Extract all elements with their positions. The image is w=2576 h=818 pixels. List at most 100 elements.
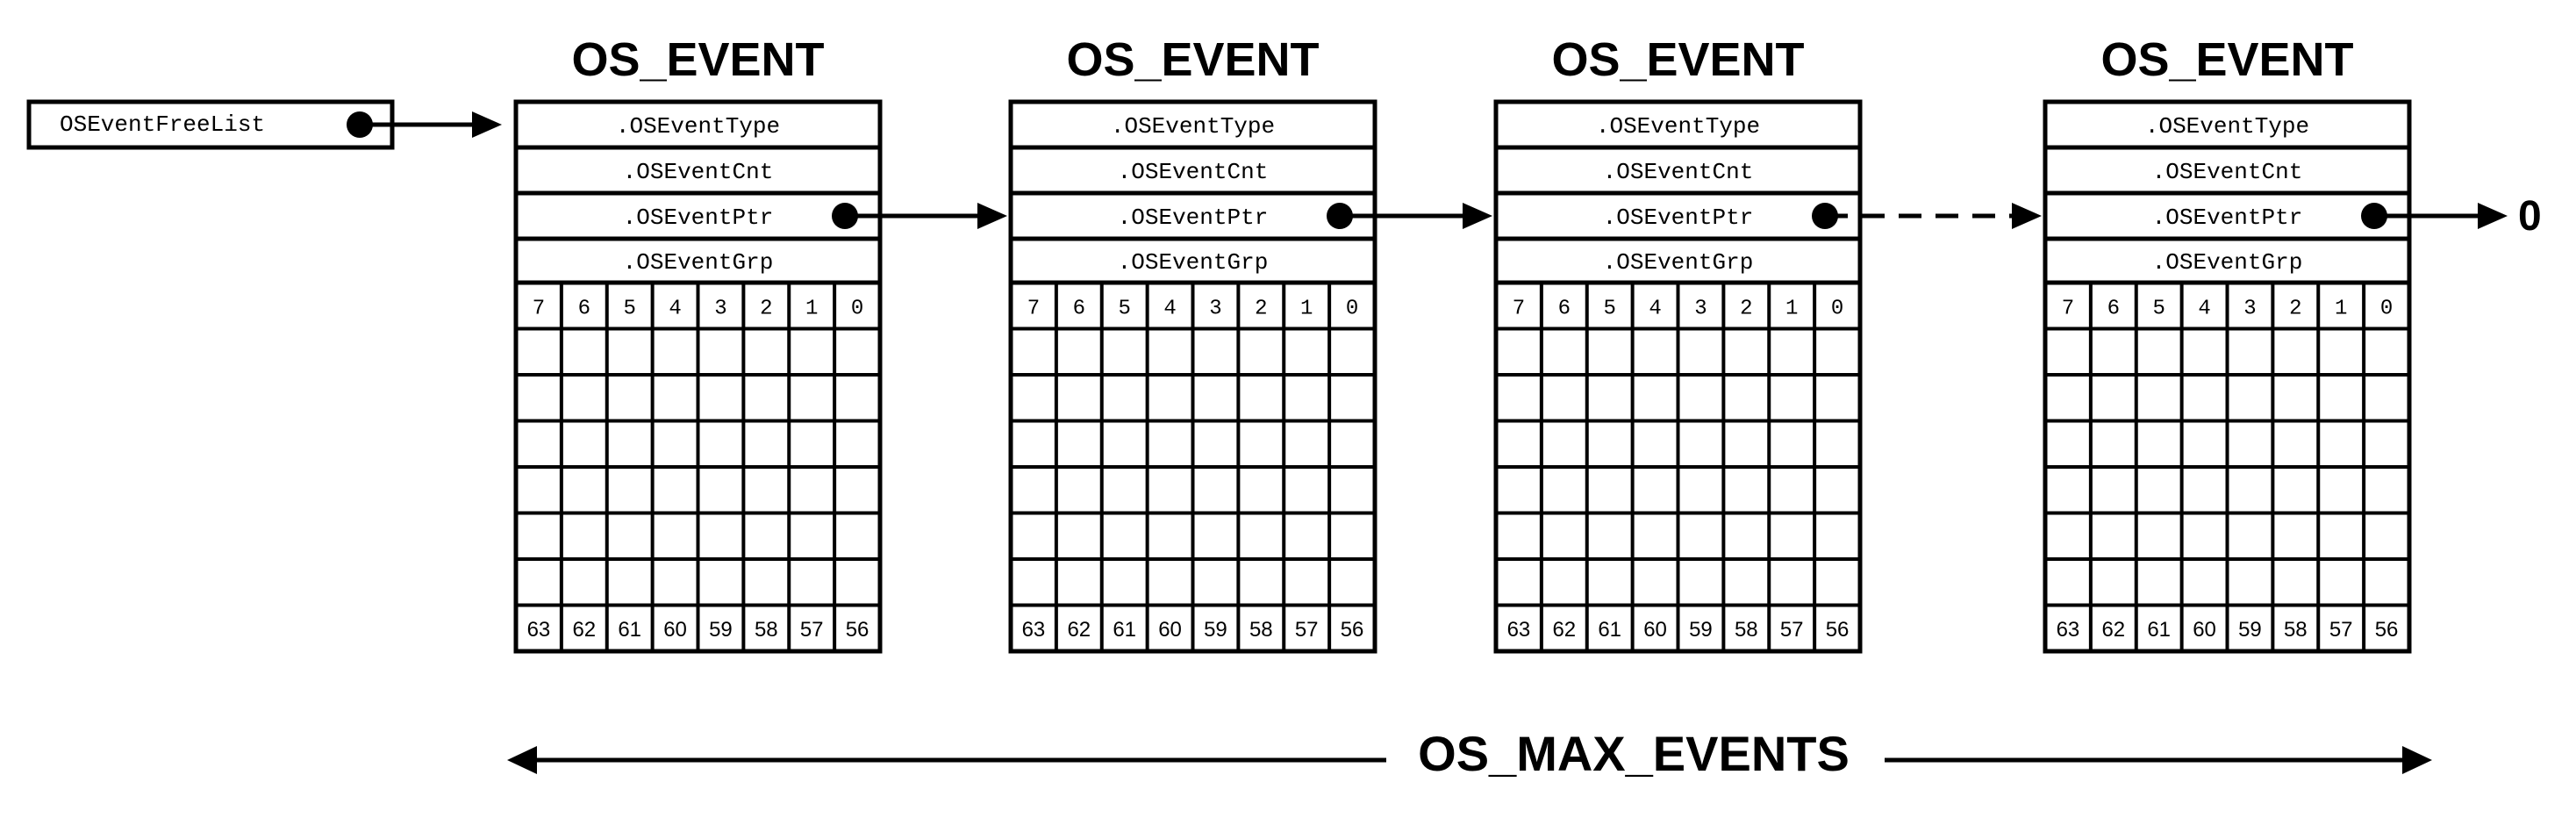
grid-bit-label: 58 bbox=[755, 618, 778, 642]
grid-bit-label: 59 bbox=[1689, 618, 1713, 642]
field-label: .OSEventPtr bbox=[1118, 204, 1269, 231]
field-label: .OSEventGrp bbox=[1603, 249, 1754, 276]
field-label: .OSEventPtr bbox=[2152, 204, 2303, 231]
os-event-title: OS_EVENT bbox=[1066, 33, 1319, 86]
grid-bit-label: 60 bbox=[1158, 618, 1182, 642]
field-label: .OSEventGrp bbox=[623, 249, 774, 276]
field-label: .OSEventPtr bbox=[1603, 204, 1754, 231]
grid-bit-label: 3 bbox=[1694, 297, 1707, 320]
grid-bit-label: 63 bbox=[2057, 618, 2080, 642]
field-label: .OSEventGrp bbox=[1118, 249, 1269, 276]
grid-bit-label: 58 bbox=[1735, 618, 1758, 642]
field-label: .OSEventCnt bbox=[1603, 159, 1754, 185]
grid-bit-label: 5 bbox=[623, 297, 635, 320]
max-events-span: OS_MAX_EVENTS bbox=[507, 726, 2432, 781]
grid-bit-label: 6 bbox=[1558, 297, 1571, 320]
field-label: .OSEventPtr bbox=[623, 204, 774, 231]
max-events-left-arrow bbox=[507, 746, 537, 774]
pointer-links bbox=[360, 111, 2508, 229]
free-list-link-head bbox=[472, 111, 502, 138]
grid-bit-label: 7 bbox=[1027, 297, 1040, 320]
grid-bit-label: 1 bbox=[2335, 297, 2347, 320]
field-label: .OSEventType bbox=[1111, 113, 1275, 140]
os-event-node: OS_EVENT .OSEventType .OSEventCnt .OSEventP… bbox=[1008, 33, 1377, 654]
grid-bit-label: 62 bbox=[1552, 618, 1576, 642]
free-list-label: OSEventFreeList bbox=[60, 111, 265, 138]
grid-bit-label: 60 bbox=[2193, 618, 2216, 642]
grid-bit-label: 4 bbox=[669, 297, 681, 320]
grid-bit-label: 61 bbox=[618, 618, 641, 642]
grid-bit-label: 2 bbox=[760, 297, 772, 320]
field-label: .OSEventGrp bbox=[2152, 249, 2303, 276]
os-event-node: OS_EVENT.OSEventType.OSEventCnt.OSEventP… bbox=[2043, 33, 2412, 654]
grid-bit-label: 1 bbox=[805, 297, 818, 320]
grid-bit-label: 2 bbox=[1255, 297, 1267, 320]
grid-bit-label: 3 bbox=[2243, 297, 2256, 320]
grid-bit-label: 2 bbox=[1740, 297, 1752, 320]
grid-bit-label: 60 bbox=[663, 618, 687, 642]
grid-bit-label: 62 bbox=[2101, 618, 2125, 642]
grid-bit-label: 57 bbox=[800, 618, 824, 642]
grid-bit-label: 7 bbox=[1513, 297, 1525, 320]
grid-bit-label: 6 bbox=[1073, 297, 1085, 320]
event-link-head bbox=[2012, 203, 2042, 229]
grid-bit-label: 58 bbox=[2284, 618, 2308, 642]
max-events-label: OS_MAX_EVENTS bbox=[1418, 726, 1850, 781]
grid-bit-label: 63 bbox=[1022, 618, 1046, 642]
grid-bit-label: 1 bbox=[1300, 297, 1313, 320]
grid-bit-label: 5 bbox=[2152, 297, 2165, 320]
grid-bit-label: 61 bbox=[1598, 618, 1621, 642]
grid-bit-label: 4 bbox=[1163, 297, 1176, 320]
grid-bit-label: 59 bbox=[709, 618, 733, 642]
grid-bit-label: 63 bbox=[527, 618, 551, 642]
grid-bit-label: 56 bbox=[2375, 618, 2399, 642]
grid-bit-label: 0 bbox=[2380, 297, 2393, 320]
field-label: .OSEventType bbox=[2145, 113, 2309, 140]
grid-bit-label: 2 bbox=[2289, 297, 2301, 320]
os-event-title: OS_EVENT bbox=[571, 33, 824, 86]
free-list-node: OSEventFreeList bbox=[26, 99, 395, 150]
grid-bit-label: 7 bbox=[2062, 297, 2074, 320]
grid-bit-label: 58 bbox=[1249, 618, 1273, 642]
grid-bit-label: 0 bbox=[851, 297, 863, 320]
field-label: .OSEventCnt bbox=[623, 159, 774, 185]
grid-bit-label: 4 bbox=[1649, 297, 1661, 320]
grid-bit-label: 57 bbox=[2329, 618, 2353, 642]
grid-bit-label: 57 bbox=[1295, 618, 1319, 642]
grid-bit-label: 56 bbox=[846, 618, 869, 642]
grid-bit-label: 62 bbox=[572, 618, 596, 642]
grid-bit-label: 3 bbox=[1209, 297, 1221, 320]
grid-bit-label: 4 bbox=[2198, 297, 2210, 320]
grid-bit-label: 6 bbox=[2107, 297, 2120, 320]
grid-bit-label: 5 bbox=[1118, 297, 1130, 320]
grid-bit-label: 3 bbox=[714, 297, 726, 320]
os-event-node: OS_EVENT .OSEventType .OSEventCnt .OSEventP… bbox=[513, 33, 883, 654]
grid-bit-label: 0 bbox=[1831, 297, 1843, 320]
event-link-head bbox=[977, 203, 1007, 229]
grid-bit-label: 1 bbox=[1785, 297, 1798, 320]
null-link-head bbox=[2478, 203, 2508, 229]
field-label: .OSEventType bbox=[1596, 113, 1760, 140]
grid-bit-label: 62 bbox=[1067, 618, 1091, 642]
field-label: .OSEventCnt bbox=[1118, 159, 1269, 185]
grid-bit-label: 61 bbox=[2147, 618, 2171, 642]
grid-bit-label: 57 bbox=[1780, 618, 1804, 642]
max-events-right-arrow bbox=[2402, 746, 2432, 774]
grid-bit-label: 56 bbox=[1341, 618, 1364, 642]
field-label: .OSEventType bbox=[616, 113, 780, 140]
grid-bit-label: 56 bbox=[1826, 618, 1850, 642]
os-event-title: OS_EVENT bbox=[1551, 33, 1804, 86]
grid-bit-label: 0 bbox=[1346, 297, 1358, 320]
grid-bit-label: 59 bbox=[2238, 618, 2262, 642]
grid-bit-label: 63 bbox=[1507, 618, 1531, 642]
null-terminator: 0 bbox=[2518, 193, 2542, 240]
event-nodes: OS_EVENT .OSEventType .OSEventCnt .OSEventP… bbox=[513, 33, 2412, 654]
grid-bit-label: 61 bbox=[1113, 618, 1136, 642]
os-event-node: OS_EVENT .OSEventType .OSEventCnt .OSEventP… bbox=[1493, 33, 1863, 654]
field-label: .OSEventCnt bbox=[2152, 159, 2303, 185]
grid-bit-label: 59 bbox=[1204, 618, 1227, 642]
grid-bit-label: 7 bbox=[533, 297, 545, 320]
grid-bit-label: 60 bbox=[1643, 618, 1667, 642]
event-link-head bbox=[1463, 203, 1492, 229]
